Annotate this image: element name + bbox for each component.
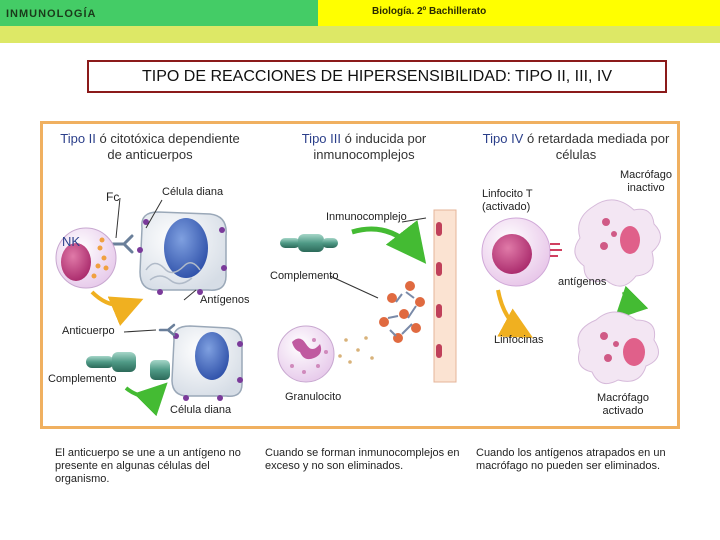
type2-subtitle: ó citotóxica dependiente de anticuerpos [95,131,240,162]
antibody-leader [123,329,157,333]
fc-label: Fc [106,190,120,204]
complement-label-1: Complemento [48,373,117,385]
nk-label: NK [62,234,81,249]
lymphokine-arrow [496,289,534,338]
type3-note: Cuando se forman inmunocomplejos en exce… [265,447,460,472]
macrophage-inactive [574,199,661,287]
nk-lysis-arrow [90,290,144,326]
header-left-band [0,0,318,26]
type2-heading: Tipo II ó citotóxica dependiente de anti… [60,131,240,163]
type4-subtitle: ó retardada mediada por células [523,131,670,162]
complement-arrow-2 [351,220,427,264]
t-lymphocyte-cell [481,217,551,287]
type3-subtitle: ó inducida por inmunocomplejos [313,131,427,162]
lymphokine-secretion-icon [550,243,562,257]
lymphokines-label: Linfocinas [494,334,544,346]
complement-cylinders-1 [86,352,170,380]
target-cell-bottom [171,325,243,401]
target-cell-top-label: Célula diana [162,186,224,198]
immune-complexes [379,281,425,343]
macrophage-active [577,311,659,385]
lymphocyte-label: Linfocito T (activado) [482,188,533,213]
antibody-small-icon [158,323,176,337]
macrophage-inactive-label: Macrófago inactivo [620,169,672,194]
type3-name: Tipo III [301,131,341,146]
nk-cell [55,227,117,289]
type3-heading: Tipo III ó inducida por inmunocomplejos [282,131,446,163]
granulocyte-label: Granulocito [285,391,342,403]
fc-leader [115,197,121,239]
target-cell-leader [145,199,163,229]
vessel-wall [433,209,457,383]
type4-name: Tipo IV [482,131,524,146]
type2-note: El anticuerpo se une a un antígeno no pr… [55,447,241,485]
subject-label: INMUNOLOGÍA [6,8,97,20]
type4-note: Cuando los antígenos atrapados en un mac… [476,447,666,472]
header-strip [0,26,720,43]
immunocomplex-leader [401,217,427,223]
type2-name: Tipo II [60,131,96,146]
complement-label-2: Complemento [270,270,339,282]
complement-arrow-1 [124,382,168,417]
complement-leader-2 [329,275,379,299]
type4-heading: Tipo IV ó retardada mediada por células [480,131,672,163]
macrophage-active-label: Macrófago activado [597,392,649,417]
target-cell-bottom-label: Célula diana [170,404,232,416]
activation-arrow [614,285,649,320]
antigens-label: Antígenos [200,294,250,306]
granules-released [338,336,374,364]
page-title: TIPO DE REACCIONES DE HIPERSENSIBILIDAD:… [87,60,667,93]
course-label: Biología. 2º Bachillerato [372,6,487,17]
antibody-label: Anticuerpo [62,325,115,337]
complement-cylinders-2 [280,234,338,252]
antigens-label-4: antígenos [558,276,607,288]
granulocyte-cell [277,325,335,383]
antigens-leader [183,289,197,301]
antibody-icon [110,234,134,254]
immunocomplex-label: Inmunocomplejo [326,211,407,223]
header-right-band [318,0,720,26]
target-cell-top [137,211,227,295]
